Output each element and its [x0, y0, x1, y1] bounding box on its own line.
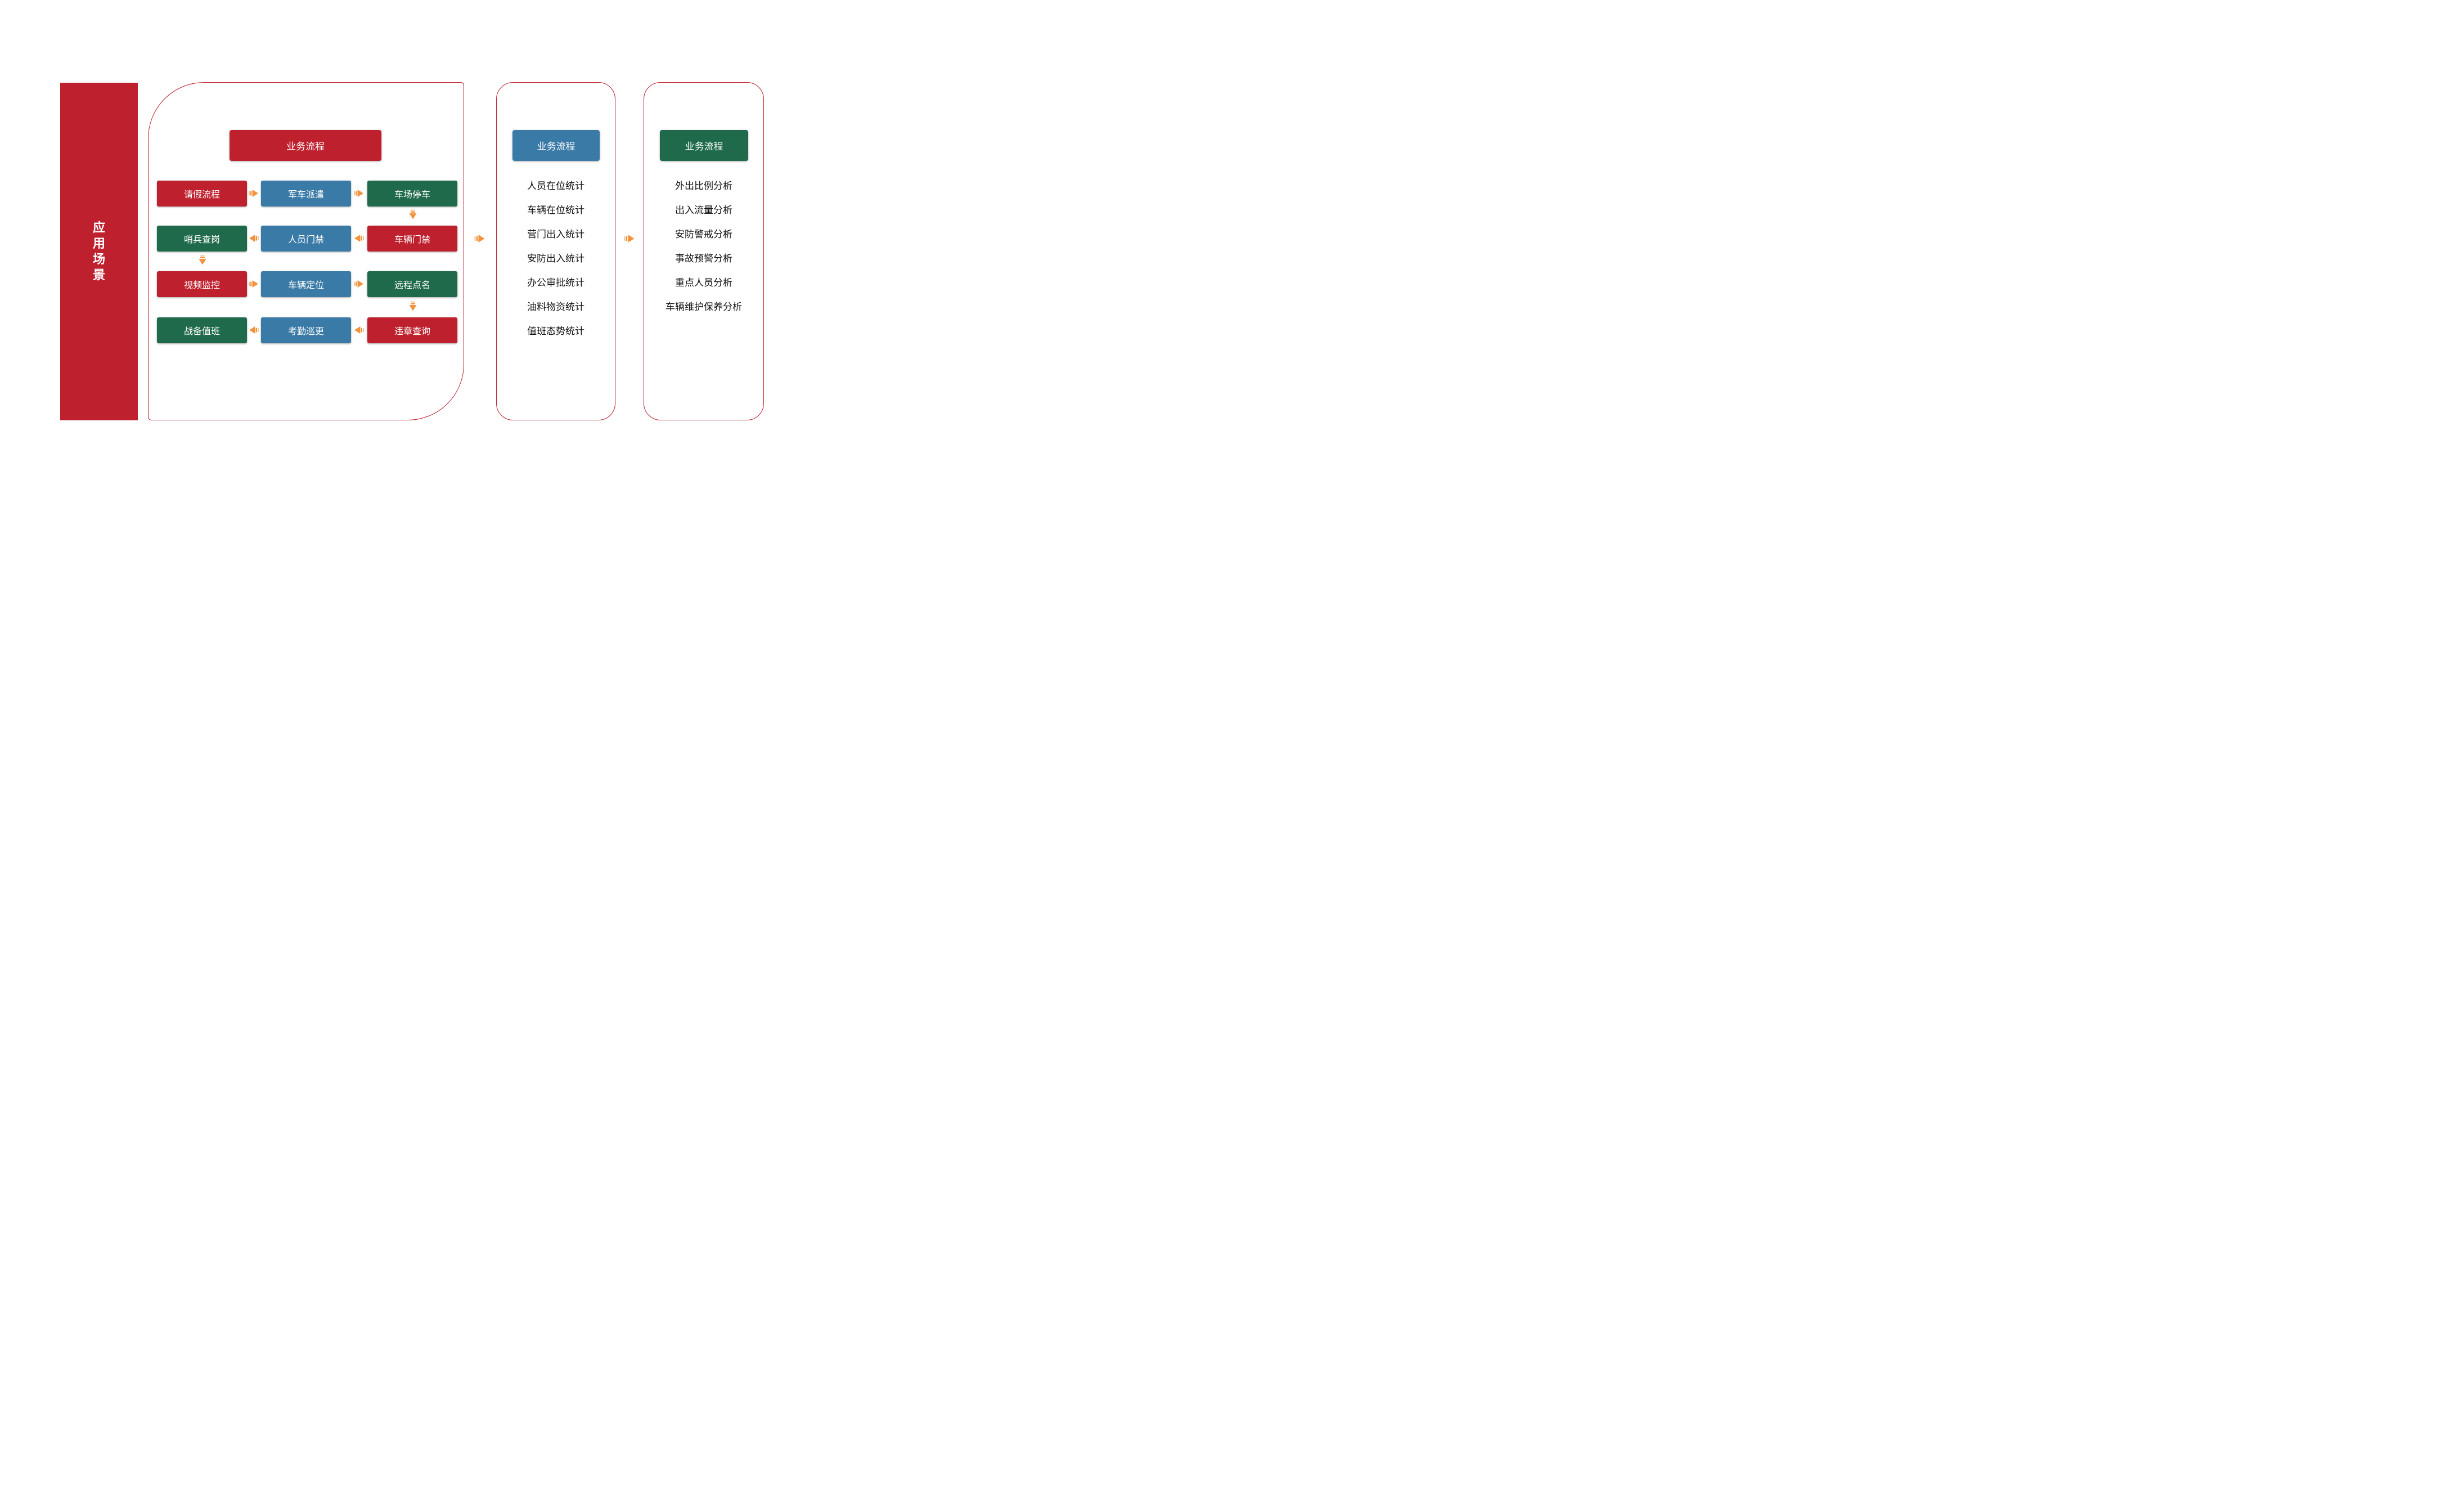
flow-box: 人员门禁: [261, 226, 351, 252]
list-item: 安防出入统计: [527, 253, 584, 264]
flow-box: 车场停车: [367, 181, 457, 207]
flow-arrow-right-icon: [249, 280, 259, 288]
flow-box: 违章查询: [367, 317, 457, 343]
panel3-header: 业务流程: [660, 130, 748, 161]
list-item: 事故预警分析: [675, 253, 732, 264]
list-item: 重点人员分析: [675, 277, 732, 288]
flow-box: 远程点名: [367, 271, 457, 297]
flow-box: 车辆定位: [261, 271, 351, 297]
flow-arrow-right-icon: [354, 189, 364, 198]
flow-box: 车辆门禁: [367, 226, 457, 252]
banner-char: 场: [92, 252, 105, 266]
list-item: 人员在位统计: [527, 181, 584, 191]
application-scenarios-banner: 应 用 场 景: [60, 83, 138, 420]
flow-box: 考勤巡更: [261, 317, 351, 343]
flow-arrow-left-icon: [354, 234, 364, 243]
list-item: 油料物资统计: [527, 302, 584, 312]
flow-box: 哨兵查岗: [157, 226, 247, 252]
flow-box: 请假流程: [157, 181, 247, 207]
flow-arrow-right-icon: [354, 280, 364, 288]
list-item: 出入流量分析: [675, 205, 732, 216]
list-item: 办公审批统计: [527, 277, 584, 288]
flow-arrow-down-icon: [409, 209, 417, 220]
panel2-header: 业务流程: [512, 130, 600, 161]
statistics-list: 人员在位统计 车辆在位统计 营门出入统计 安防出入统计 办公审批统计 油料物资统…: [496, 174, 615, 343]
list-item: 值班态势统计: [527, 326, 584, 337]
panel1-header: 业务流程: [230, 130, 381, 161]
banner-char: 景: [92, 268, 105, 282]
flow-arrow-left-icon: [354, 326, 364, 334]
banner-char: 应: [92, 221, 105, 235]
flow-arrow-down-icon: [199, 255, 207, 266]
list-item: 外出比例分析: [675, 181, 732, 191]
flow-arrow-right-icon: [249, 189, 259, 198]
list-item: 车辆维护保养分析: [666, 302, 742, 312]
flow-arrow-left-icon: [249, 326, 259, 334]
flow-arrow-right-icon: [624, 234, 635, 243]
flow-box: 视频监控: [157, 271, 247, 297]
flow-arrow-down-icon: [409, 301, 417, 312]
flow-box: 军车派遣: [261, 181, 351, 207]
banner-char: 用: [92, 236, 105, 250]
flow-box: 战备值班: [157, 317, 247, 343]
analysis-list: 外出比例分析 出入流量分析 安防警戒分析 事故预警分析 重点人员分析 车辆维护保…: [644, 174, 764, 319]
diagram-canvas: 应 用 场 景 业务流程 业务流程 业务流程 请假流程 军车派遣 车场停车 哨兵…: [0, 0, 821, 498]
flow-arrow-right-icon: [474, 234, 485, 243]
list-item: 车辆在位统计: [527, 205, 584, 216]
flow-arrow-left-icon: [249, 234, 259, 243]
list-item: 营门出入统计: [527, 229, 584, 240]
list-item: 安防警戒分析: [675, 229, 732, 240]
